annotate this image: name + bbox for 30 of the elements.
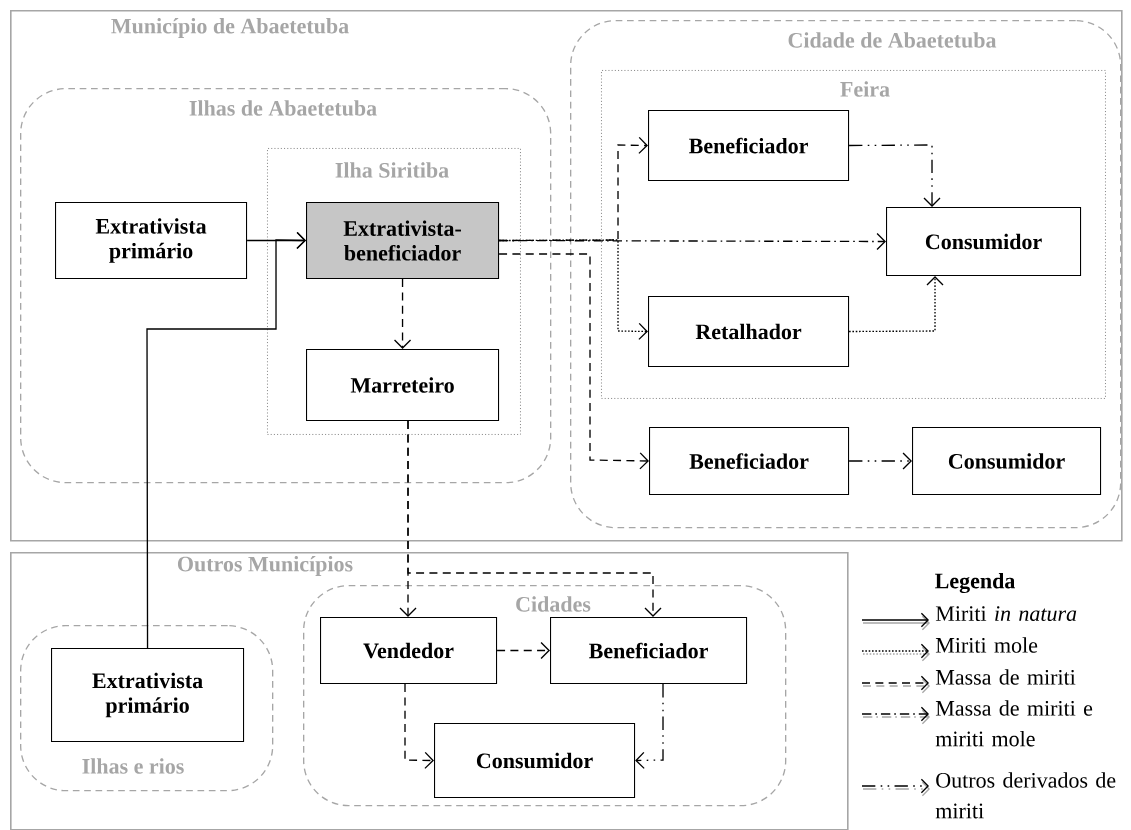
process-box: Beneficiador [648, 110, 850, 182]
highlighted-box: Extrativista-beneficiador [306, 202, 500, 280]
arrow [146, 231, 306, 649]
legend-title: Legenda [935, 572, 1015, 594]
process-box: Beneficiador [550, 617, 748, 685]
arrow [393, 278, 412, 349]
process-box: Consumidor [434, 723, 636, 799]
arrow [635, 683, 664, 770]
process-box: Extrativista primário [55, 202, 248, 280]
legend-text: Miriti mole [935, 637, 1038, 653]
arrow [498, 239, 648, 341]
process-box: Vendedor [320, 617, 498, 685]
process-box: Consumidor [886, 207, 1082, 277]
arrow [498, 253, 649, 470]
arrow [848, 452, 912, 470]
arrow [848, 144, 941, 207]
legend-text: Massa de miriti e miriti mole [935, 700, 1093, 747]
arrow [498, 136, 648, 242]
arrow [848, 276, 944, 333]
process-box: Extrativista primário [51, 648, 245, 743]
legend-text: Miriti in natura [935, 606, 1077, 622]
process-box: Consumidor [912, 427, 1102, 496]
legend-text: Outros derivados de miriti [935, 772, 1116, 819]
process-box: Marreteiro [306, 349, 500, 422]
legend-text: Massa de miriti [935, 669, 1076, 685]
process-box: Retalhador [648, 296, 850, 368]
process-box: Beneficiador [649, 427, 850, 496]
arrow [404, 683, 434, 770]
arrow [496, 641, 550, 660]
arrow [407, 420, 662, 617]
